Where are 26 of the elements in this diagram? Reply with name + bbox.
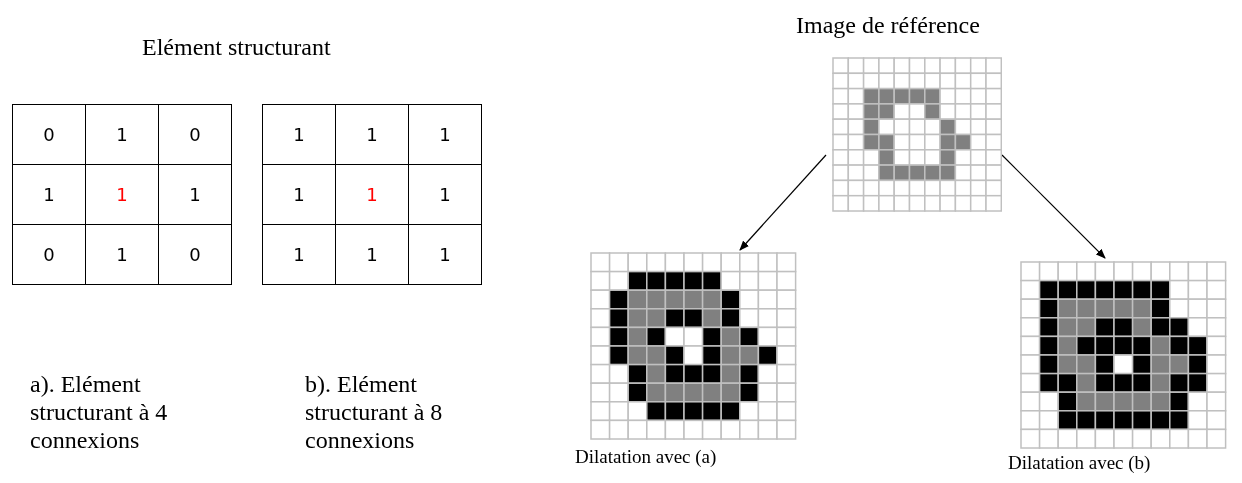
table-cell: 1 [335, 164, 409, 225]
table-cell: 0 [12, 224, 86, 285]
table-cell: 1 [408, 224, 482, 285]
table-cell: 1 [335, 224, 409, 285]
table-cell: 1 [262, 104, 336, 165]
arrow [739, 154, 827, 251]
table-cell: 1 [85, 164, 159, 225]
caption: b). Elément structurant à 8 connexions [305, 370, 444, 454]
table-cell: 1 [262, 164, 336, 225]
table-cell: 1 [85, 104, 159, 165]
table-heading: Elément structurant [142, 33, 331, 61]
table-cell: 1 [262, 224, 336, 285]
table-cell: 1 [408, 164, 482, 225]
table-cell: 0 [12, 104, 86, 165]
arrow [1001, 154, 1106, 259]
table-cell: 1 [335, 104, 409, 165]
table-cell: 1 [85, 224, 159, 285]
image-caption: Image de référence [796, 12, 980, 39]
table-cell: 1 [12, 164, 86, 225]
caption: a). Elément structurant à 4 connexions [30, 370, 169, 454]
table-cell: 0 [158, 104, 232, 165]
table-cell: 1 [408, 104, 482, 165]
image-caption: Dilatation avec (b) [1008, 452, 1151, 474]
table-cell: 1 [158, 164, 232, 225]
image-caption: Dilatation avec (a) [575, 446, 717, 468]
table-cell: 0 [158, 224, 232, 285]
